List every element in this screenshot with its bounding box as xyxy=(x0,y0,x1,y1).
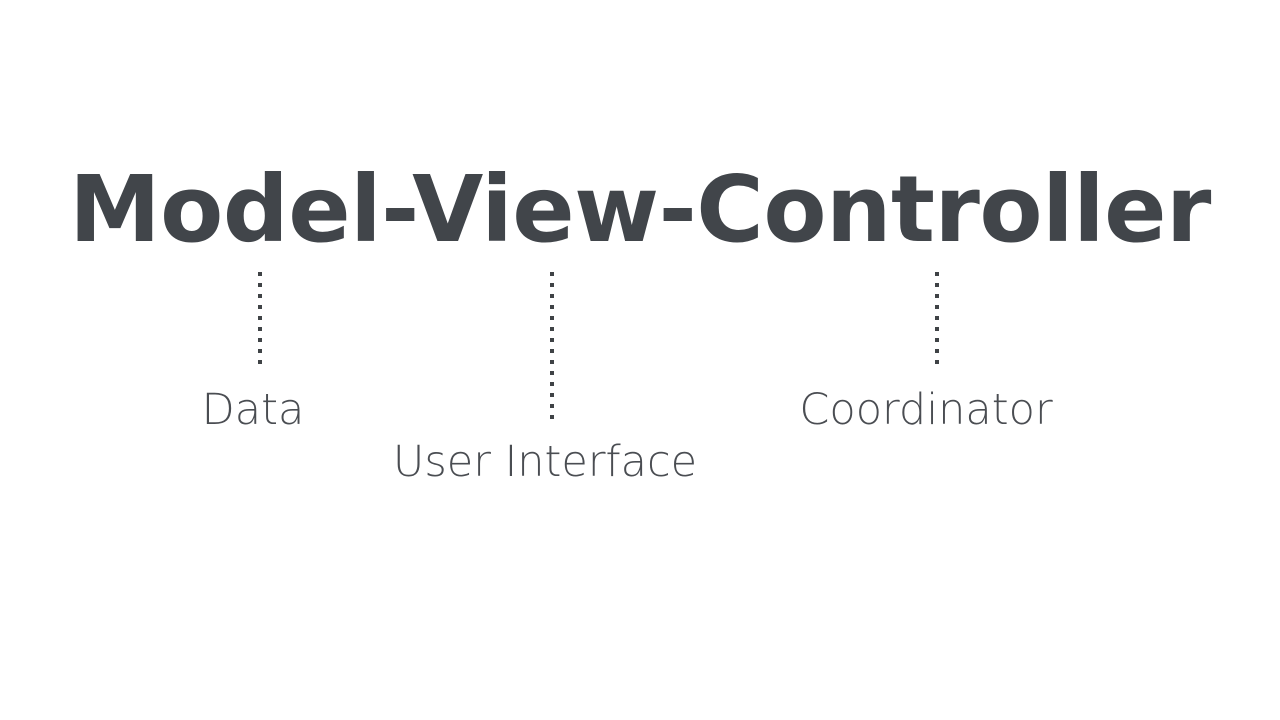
label-view-user-interface: User Interface xyxy=(392,437,698,487)
page-title: Model-View-Controller xyxy=(69,156,1211,263)
connector-line-model xyxy=(258,272,262,367)
label-controller-coordinator: Coordinator xyxy=(799,385,1053,435)
connector-line-controller xyxy=(935,272,939,367)
connector-line-view xyxy=(550,272,554,422)
label-model-data: Data xyxy=(201,385,305,435)
